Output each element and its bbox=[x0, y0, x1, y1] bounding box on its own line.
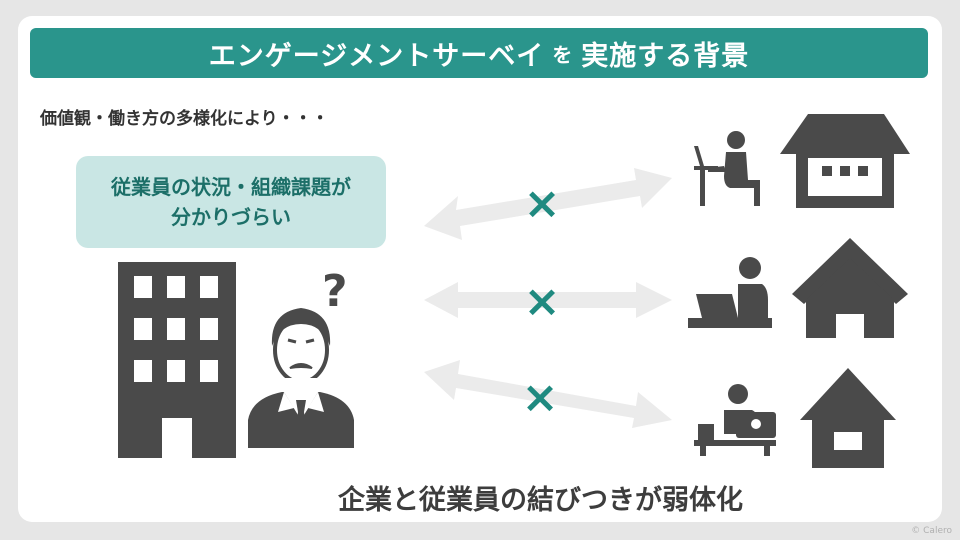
cross-marks: × × × bbox=[522, 178, 561, 423]
person-at-cafe-laptop-icon bbox=[694, 384, 776, 456]
office-building-icon bbox=[118, 262, 236, 458]
small-house-icon bbox=[800, 368, 896, 468]
building-icon bbox=[780, 114, 910, 208]
title-bar: エンゲージメントサーベイ を 実施する背景 bbox=[30, 28, 928, 78]
person-at-desk-icon bbox=[694, 131, 760, 206]
subtitle: 価値観・働き方の多様化により・・・ bbox=[40, 109, 329, 129]
person-with-laptop-icon bbox=[688, 257, 772, 328]
arrow-1 bbox=[424, 168, 672, 240]
watermark: © Calero bbox=[911, 526, 952, 536]
speech-bubble: 従業員の状況・組織課題が 分かりづらい bbox=[76, 156, 386, 248]
cross-icon: × bbox=[524, 276, 561, 327]
question-mark: ? bbox=[322, 266, 348, 317]
title-part2: 実施する背景 bbox=[581, 40, 750, 72]
bubble-line2: 分かりづらい bbox=[171, 205, 291, 229]
house-icon bbox=[792, 238, 908, 338]
arrow-2 bbox=[424, 282, 672, 318]
title-particle: を bbox=[552, 42, 574, 67]
title-part1: エンゲージメントサーベイ bbox=[208, 40, 545, 72]
businessman-icon bbox=[248, 308, 354, 448]
connection-arrows bbox=[424, 168, 672, 428]
arrow-3 bbox=[424, 360, 672, 428]
cross-icon: × bbox=[522, 372, 559, 423]
cross-icon: × bbox=[524, 178, 561, 229]
bubble-line1: 従業員の状況・組織課題が bbox=[111, 175, 351, 199]
bottom-caption: 企業と従業員の結びつきが弱体化 bbox=[338, 485, 743, 516]
